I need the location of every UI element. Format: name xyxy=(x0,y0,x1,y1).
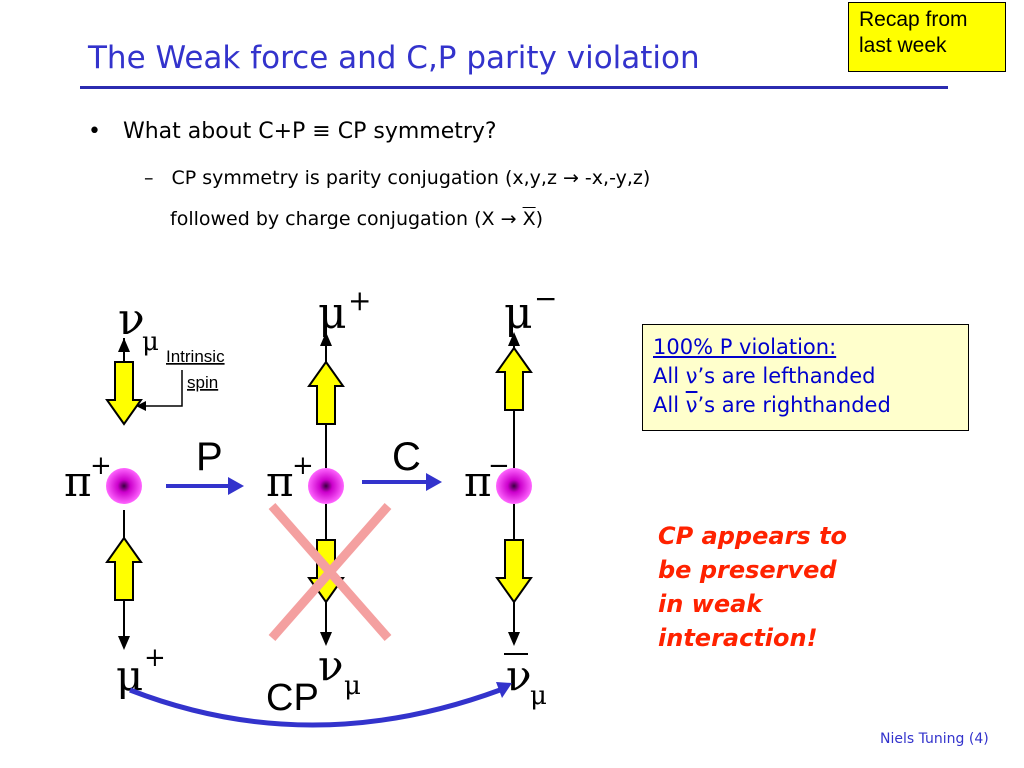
col1-bottom-charge: + xyxy=(144,643,166,673)
col1-pion: π xyxy=(64,457,92,506)
p-operation: P xyxy=(166,435,244,495)
col3-top-charge: − xyxy=(534,282,557,315)
recap-line-2: last week xyxy=(859,34,947,57)
pion-particle xyxy=(496,468,532,504)
cp-arrowhead-icon xyxy=(496,682,512,698)
p-operator-label: P xyxy=(196,435,223,479)
col3-pion-charge: − xyxy=(488,451,510,481)
c-arrowhead-icon xyxy=(426,473,442,491)
arrowhead-icon xyxy=(118,338,130,352)
pion-particle xyxy=(106,468,142,504)
arrowhead-icon xyxy=(508,632,520,646)
c-operator-label: C xyxy=(392,435,421,479)
column-2: μ + π + ν μ xyxy=(266,284,392,701)
forbidden-cross-icon xyxy=(268,503,392,641)
recap-line-1: Recap from xyxy=(859,8,968,31)
arrowhead-icon xyxy=(320,332,332,346)
sub-bullet-marker: – xyxy=(144,167,154,189)
bullet-text: What about C+P ≡ CP symmetry? xyxy=(122,119,497,144)
sub-bullet-text-2-prefix: followed by charge conjugation (X → xyxy=(170,208,523,230)
sub-bullet-text-1: CP symmetry is parity conjugation (x,y,z… xyxy=(171,167,651,189)
arrowhead-icon xyxy=(118,636,130,650)
antineutrino-symbol: ν xyxy=(685,393,698,417)
col1-top-subscript: μ xyxy=(142,327,159,357)
col1-pion-charge: + xyxy=(90,451,112,481)
col2-pion: π xyxy=(266,457,294,506)
col3-bottom-subscript: μ xyxy=(530,681,547,711)
p-violation-line-2-prefix: All xyxy=(653,393,686,417)
cp-note-line-4: interaction! xyxy=(658,624,818,652)
spin-arrow-up xyxy=(105,536,143,601)
pointer-arrowhead-icon xyxy=(136,401,146,411)
spin-arrow-down xyxy=(495,539,533,604)
slide-title: The Weak force and C,P parity violation xyxy=(88,40,700,76)
sub-bullet-line-1: –CP symmetry is parity conjugation (x,y,… xyxy=(144,167,650,189)
col2-top-charge: + xyxy=(348,284,371,317)
column-1: ν μ π + μ + Intrinsic spin xyxy=(64,294,225,700)
col2-top-particle: μ xyxy=(318,288,347,339)
sub-bullet-text-2-suffix: ) xyxy=(535,208,544,230)
cp-note-line-3: in weak xyxy=(658,590,763,618)
p-violation-heading: 100% P violation: xyxy=(653,335,837,359)
footer-author-page: Niels Tuning (4) xyxy=(880,731,989,747)
spin-pointer-line xyxy=(141,370,183,407)
col3-pion: π xyxy=(464,457,492,506)
p-violation-box: 100% P violation: All ν’s are lefthanded… xyxy=(642,324,969,431)
col3-bottom-particle: ν xyxy=(506,651,532,700)
spin-label: spin xyxy=(187,373,218,392)
sub-bullet-line-2: followed by charge conjugation (X → X) xyxy=(170,208,543,230)
spin-arrow-up xyxy=(307,360,345,425)
intrinsic-label: Intrinsic xyxy=(166,347,225,366)
c-operation: C xyxy=(362,435,442,491)
title-underline xyxy=(80,86,948,89)
cp-operator-label: CP xyxy=(266,677,319,719)
p-violation-line-2: All ν’s are righthanded xyxy=(653,391,958,420)
p-violation-line-1: All ν’s are lefthanded xyxy=(653,364,876,388)
recap-box: Recap from last week xyxy=(848,2,1006,72)
col2-pion-charge: + xyxy=(292,451,314,481)
column-3: μ − π − ν μ xyxy=(464,282,557,711)
cp-operation: CP xyxy=(129,677,512,728)
bullet-marker: • xyxy=(88,119,101,144)
spin-arrow-down xyxy=(105,361,143,426)
pion-particle xyxy=(308,468,344,504)
col2-bottom-particle: ν xyxy=(318,641,344,690)
cp-note-line-2: be preserved xyxy=(658,556,837,584)
cp-curved-arrow xyxy=(129,687,501,728)
col3-top-particle: μ xyxy=(504,288,533,339)
cp-note-line-1: CP appears to xyxy=(658,522,848,550)
p-violation-line-2-suffix: ’s are righthanded xyxy=(697,393,891,417)
arrowhead-icon xyxy=(320,632,332,646)
p-arrowhead-icon xyxy=(228,477,244,495)
cp-preserved-note: CP appears to be preserved in weak inter… xyxy=(658,519,847,655)
arrowhead-icon xyxy=(508,332,520,346)
col1-top-particle: ν xyxy=(118,294,145,345)
bullet-cp-question: • What about C+P ≡ CP symmetry? xyxy=(88,119,497,144)
antiparticle-x: X xyxy=(522,208,536,230)
col2-bottom-subscript: μ xyxy=(344,671,361,701)
spin-arrow-up xyxy=(495,346,533,411)
